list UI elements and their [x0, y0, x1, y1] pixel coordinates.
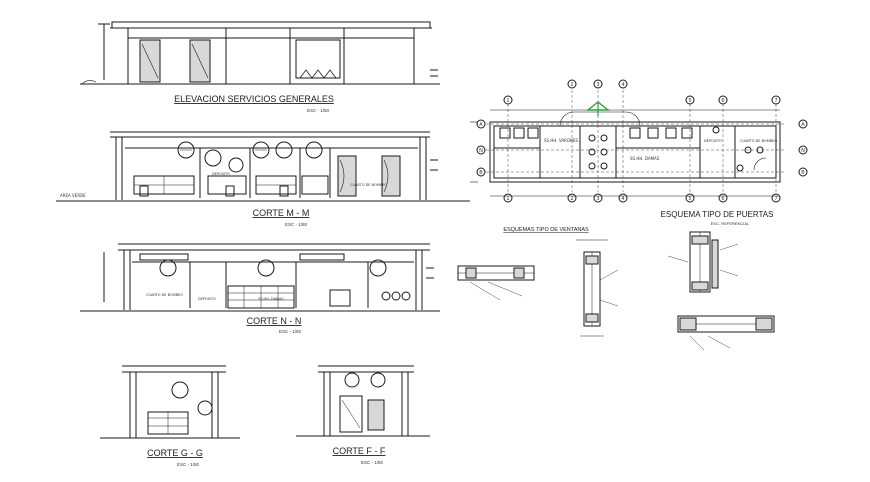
corte-mm-scale: ESC - 1/50: [285, 222, 308, 227]
corte-mm-drawing: [56, 131, 470, 202]
deposito-label-nn: DEPOSITO: [198, 297, 216, 301]
axis-top-3: 3: [596, 82, 599, 88]
corte-mm-title: CORTE M - M: [253, 208, 310, 218]
axis-right-a: A: [801, 122, 805, 128]
axis-bottom-2: 2: [570, 196, 573, 202]
elevacion-title: ELEVACION SERVICIOS GENERALES: [174, 94, 334, 104]
ventanas-title: ESQUEMAS TIPO DE VENTANAS: [503, 227, 589, 233]
puertas-title: ESQUEMA TIPO DE PUERTAS: [661, 210, 774, 219]
axis-top-6: 6: [721, 98, 724, 104]
corte-gg-drawing: [100, 365, 240, 439]
axis-bottom-3: 3: [596, 196, 599, 202]
axis-left-a: A: [479, 122, 483, 128]
axis-bottom-1: 1: [506, 196, 509, 202]
axis-left-b: B: [479, 170, 483, 176]
axis-right-b: B: [801, 170, 805, 176]
sshh-damas-label-nn: SS.HH. DAMAS: [258, 297, 284, 301]
axis-right-n: N: [801, 148, 805, 154]
axis-top-7: 7: [774, 98, 777, 104]
corte-nn-scale: ESC - 1/50: [279, 329, 302, 334]
door-schemes-drawing: [667, 231, 775, 351]
axis-bottom-4: 4: [621, 196, 624, 202]
corte-ff-drawing: [296, 365, 430, 437]
floor-plan-drawing: [470, 79, 808, 203]
elevacion-drawing: [80, 21, 440, 85]
puertas-scale: ESC. REFERENCIAL: [711, 221, 750, 226]
cuarto-bombeo-label-mm: CUARTO DE BOMBEO: [350, 183, 387, 187]
corte-ff-scale: ESC - 1/50: [361, 460, 384, 465]
axis-top-2: 2: [570, 82, 573, 88]
corte-gg-title: CORTE G - G: [147, 448, 203, 458]
axis-left-n: N: [479, 148, 483, 154]
corte-gg-scale: ESC - 1/50: [177, 462, 200, 467]
cuarto-bombeo-label-plan: CUARTO DE BOMBEO: [740, 139, 777, 143]
corte-nn-title: CORTE N - N: [247, 316, 302, 326]
sshh-varones-label: SS.HH. VARONES: [544, 138, 579, 143]
axis-bottom-5: 5: [688, 196, 691, 202]
axis-bottom-6: 6: [721, 196, 724, 202]
axis-top-4: 4: [621, 82, 624, 88]
corte-nn-drawing: [80, 243, 440, 312]
axis-top-1: 1: [506, 98, 509, 104]
deposito-label-plan: DEPOSITO: [704, 139, 722, 143]
axis-top-5: 5: [688, 98, 691, 104]
corte-ff-title: CORTE F - F: [333, 446, 386, 456]
deposito-label-mm: DEPOSITO: [212, 172, 230, 176]
elevacion-scale: ESC - 1/50: [307, 108, 330, 113]
window-schemes-drawing: [457, 239, 619, 337]
cuarto-bombeo-label-nn: CUARTO DE BOMBEO: [146, 293, 183, 297]
sshh-damas-label-plan: SS.HH. DAMAS: [630, 156, 660, 161]
area-verde-label: AREA VERDE: [60, 193, 86, 198]
axis-bottom-7: 7: [774, 196, 777, 202]
